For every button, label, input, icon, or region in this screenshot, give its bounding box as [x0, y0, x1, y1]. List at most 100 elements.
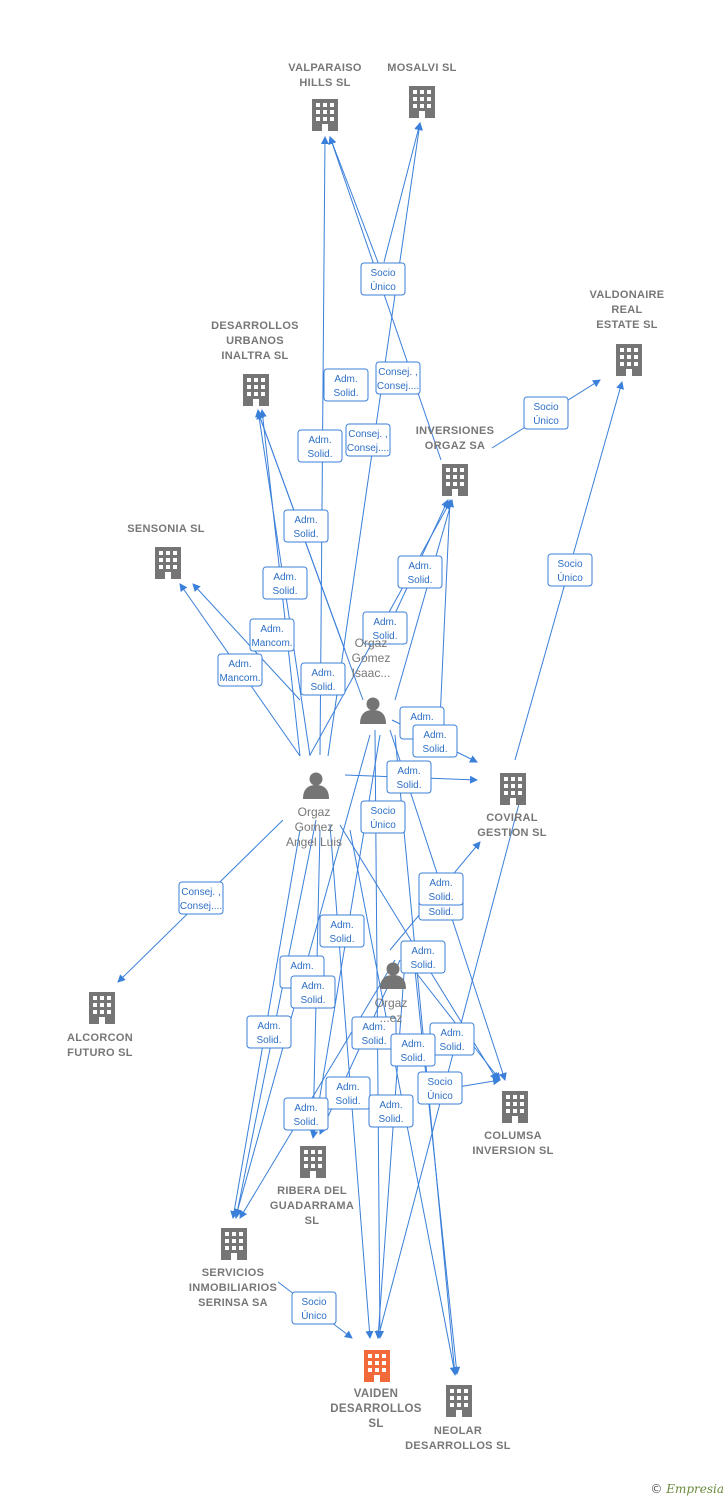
person-node-third[interactable]: Orgaz...ez: [375, 962, 408, 1026]
building-icon: [500, 773, 526, 805]
company-node-sensonia[interactable]: SENSONIA SL: [127, 523, 204, 579]
brand-watermark: © Empresia: [650, 1482, 724, 1496]
edge-label-text: Solid.: [372, 631, 397, 642]
edge-line-34: [374, 959, 406, 1339]
edge-label-text: Socio: [557, 559, 582, 570]
edge-label-e5[interactable]: Adm.Solid.: [297, 429, 343, 463]
edge-label-e8[interactable]: Adm.Solid.: [397, 555, 443, 589]
copyright-icon: ©: [650, 1482, 663, 1496]
edge-label-text: Solid.: [293, 1117, 318, 1128]
edge-label-text: Adm.: [401, 1039, 424, 1050]
edge-label-e13[interactable]: Adm.Solid.: [362, 611, 408, 645]
edge-label-e26[interactable]: Adm.Solid.: [351, 1016, 397, 1050]
edge-label-e14[interactable]: Adm. Solid.: [300, 662, 346, 696]
company-label: GESTION SL: [477, 827, 547, 839]
building-icon: [155, 547, 181, 579]
edge-label-text: Único: [533, 414, 559, 427]
edge-label-text: Socio: [370, 268, 395, 279]
edge-label-e33[interactable]: Adm.Solid.: [418, 872, 464, 906]
edge-label-e25[interactable]: Adm.Solid.: [246, 1015, 292, 1049]
edge-label-text: Adm.: [273, 572, 296, 583]
person-icon: [360, 697, 386, 724]
edge-label-text: Adm.: [336, 1082, 359, 1093]
edge-label-e24[interactable]: Adm.Solid.: [290, 975, 336, 1009]
company-label: RIBERA DEL: [277, 1185, 347, 1197]
edge-label-text: Solid.: [335, 1096, 360, 1107]
edge-label-text: Adm.: [308, 435, 331, 446]
edge-label-e16[interactable]: Adm.Solid.: [412, 724, 458, 758]
edge-label-e6[interactable]: Consej. ,Consej....: [345, 423, 391, 457]
edge-label-text: Único: [301, 1309, 327, 1322]
edge-label-e22[interactable]: Adm.Solid.: [400, 940, 446, 974]
edge-line-32: [239, 959, 396, 1219]
person-label: ...ez: [380, 1011, 403, 1025]
edge-label-e32[interactable]: Adm.Solid.: [368, 1094, 414, 1128]
company-label: ESTATE SL: [596, 319, 658, 331]
edge-label-e3[interactable]: Adm.Solid.: [323, 368, 369, 402]
company-label: SENSONIA SL: [127, 523, 204, 535]
edge-label-e11[interactable]: Adm.Mancom.: [249, 618, 295, 652]
company-label: VAIDEN: [354, 1388, 398, 1400]
edge-label-e4[interactable]: Consej. ,Consej....: [375, 361, 421, 395]
edge-label-text: Solid.: [310, 682, 335, 693]
company-label: INMOBILIARIOS: [189, 1282, 277, 1294]
edge-label-text: Único: [370, 818, 396, 831]
person-label: Angel Luis: [286, 835, 342, 849]
edge-label-e10[interactable]: Adm.Solid.: [262, 566, 308, 600]
edge-line-15: [439, 499, 454, 721]
edge-label-text: Adm.: [311, 668, 334, 679]
edge-label-text: Adm.: [330, 920, 353, 931]
building-icon: [312, 99, 338, 131]
edge-label-e19[interactable]: Consej. ,Consej....: [178, 881, 224, 915]
edge-label-e21[interactable]: Adm.Solid.: [319, 914, 365, 948]
company-label: VALDONAIRE: [590, 289, 665, 301]
edge-label-text: Adm.: [228, 659, 251, 670]
edge-label-e12[interactable]: Adm.Mancom.: [217, 653, 263, 687]
edge-label-text: Adm.: [257, 1021, 280, 1032]
company-node-mosalvi[interactable]: MOSALVI SL: [387, 62, 456, 118]
person-node-isaac[interactable]: OrgazGomezIsaac...: [352, 636, 391, 724]
edge-line-2: [328, 136, 442, 461]
edge-label-e27[interactable]: Adm.Solid.: [429, 1022, 475, 1056]
company-label: ORGAZ SA: [425, 440, 485, 452]
edge-label-text: Adm.: [440, 1028, 463, 1039]
company-label: INVERSIONES: [416, 425, 495, 437]
edge-label-e28[interactable]: Adm.Solid.: [390, 1033, 436, 1067]
company-label: MOSALVI SL: [387, 62, 456, 74]
edge-label-e31[interactable]: Adm.Solid.: [283, 1097, 329, 1131]
edge-label-e7[interactable]: Adm.Solid.: [283, 509, 329, 543]
edge-label-text: Consej....: [377, 381, 419, 392]
edge-label-text: Solid.: [361, 1036, 386, 1047]
company-label: NEOLAR: [434, 1425, 482, 1437]
company-label: SERINSA SA: [198, 1297, 268, 1309]
building-icon: [243, 374, 269, 406]
edge-line-1: [383, 122, 423, 263]
edge-label-e17[interactable]: Adm.Solid.: [386, 760, 432, 794]
edge-label-text: Adm.: [429, 878, 452, 889]
edge-label-text: Solid.: [410, 960, 435, 971]
edge-label-text: Único: [557, 571, 583, 584]
company-label: ALCORCON: [67, 1032, 133, 1044]
edge-label-e29[interactable]: Adm. Solid.: [325, 1076, 371, 1110]
company-node-inversiones-orgaz[interactable]: INVERSIONES ORGAZ SA: [416, 425, 495, 496]
